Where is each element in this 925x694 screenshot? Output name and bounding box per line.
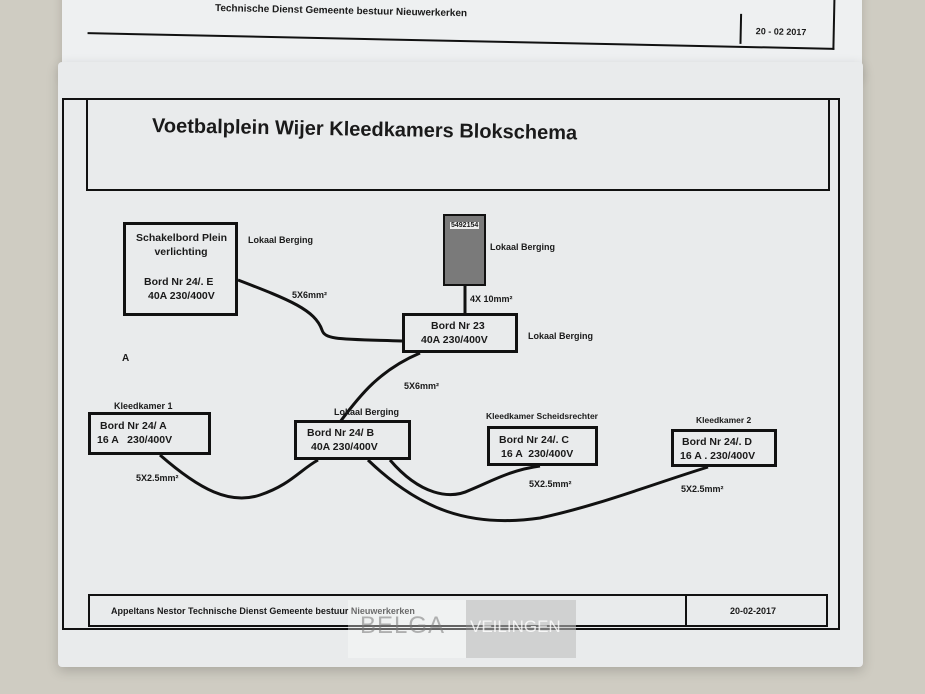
watermark-right: VEILINGEN: [470, 617, 561, 636]
location-label: Lokaal Berging: [248, 235, 314, 245]
cable-a-b: [159, 453, 319, 500]
board-label: Bord Nr 24/ B: [307, 427, 375, 439]
cable-label: 5X2.5mm²: [681, 484, 724, 494]
watermark-left: BELGA: [360, 612, 446, 639]
footer-author: Appeltans Nestor Technische Dienst Gemee…: [111, 606, 415, 616]
cable-e-23: [237, 278, 403, 343]
board-label: 16 A . 230/400V: [680, 450, 756, 462]
board-label: 40A 230/400V: [421, 334, 488, 346]
title-block: [86, 99, 830, 191]
energy-meter: 5492154: [443, 214, 486, 286]
cable-label: 5X2.5mm²: [136, 473, 179, 483]
board-label: 40A 230/400V: [311, 441, 378, 453]
board-label: 16 A 230/400V: [501, 448, 574, 460]
location-label: Lokaal Berging: [490, 242, 556, 252]
location-label: Kleedkamer 1: [114, 401, 173, 411]
board-label: Bord Nr 24/. C: [499, 434, 570, 446]
location-label: Lokaal Berging: [528, 331, 594, 341]
cable-b-c: [388, 459, 541, 497]
board-23: Bord Nr 23 40A 230/400V: [402, 313, 518, 353]
board-24c: Bord Nr 24/. C 16 A 230/400V: [487, 426, 598, 466]
board-label: Bord Nr 23: [431, 320, 485, 332]
drawing-frame: [62, 98, 840, 630]
board-24a: Bord Nr 24/ A 16 A 230/400V: [88, 412, 211, 455]
board-label: Schakelbord Plein: [136, 232, 228, 244]
marker-a: A: [122, 353, 130, 364]
board-24e: Schakelbord Plein verlichting Bord Nr 24…: [123, 222, 238, 316]
board-label: 40A 230/400V: [148, 290, 215, 302]
cable-b-d: [366, 458, 709, 523]
location-label: Kleedkamer Scheidsrechter: [486, 411, 598, 421]
footer-date: 20-02-2017: [730, 606, 777, 616]
cable-label: 5X2.5mm²: [529, 479, 572, 489]
footer-block: Appeltans Nestor Technische Dienst Gemee…: [88, 594, 828, 627]
cable-label: 4X 10mm²: [470, 294, 513, 304]
board-label: Bord Nr 24/ A: [100, 420, 167, 432]
watermark-panel: [466, 600, 576, 658]
main-sheet: [58, 62, 863, 667]
board-24b: Bord Nr 24/ B 40A 230/400V: [294, 420, 411, 460]
cable-label: 5X6mm²: [404, 381, 440, 391]
board-label: Bord Nr 24/. E: [144, 276, 214, 288]
board-label: verlichting: [154, 246, 208, 258]
meter-id: 5492154: [450, 222, 480, 229]
board-24d: Bord Nr 24/. D 16 A . 230/400V: [671, 429, 777, 467]
board-label: 16 A 230/400V: [97, 434, 173, 446]
cable-23-b: [338, 351, 421, 423]
divider: [685, 596, 687, 625]
watermark: [348, 600, 576, 658]
location-label: Kleedkamer 2: [696, 415, 752, 425]
location-label: Lokaal Berging: [334, 407, 400, 417]
cable-label: 5X6mm²: [292, 290, 328, 300]
board-label: Bord Nr 24/. D: [682, 436, 753, 448]
